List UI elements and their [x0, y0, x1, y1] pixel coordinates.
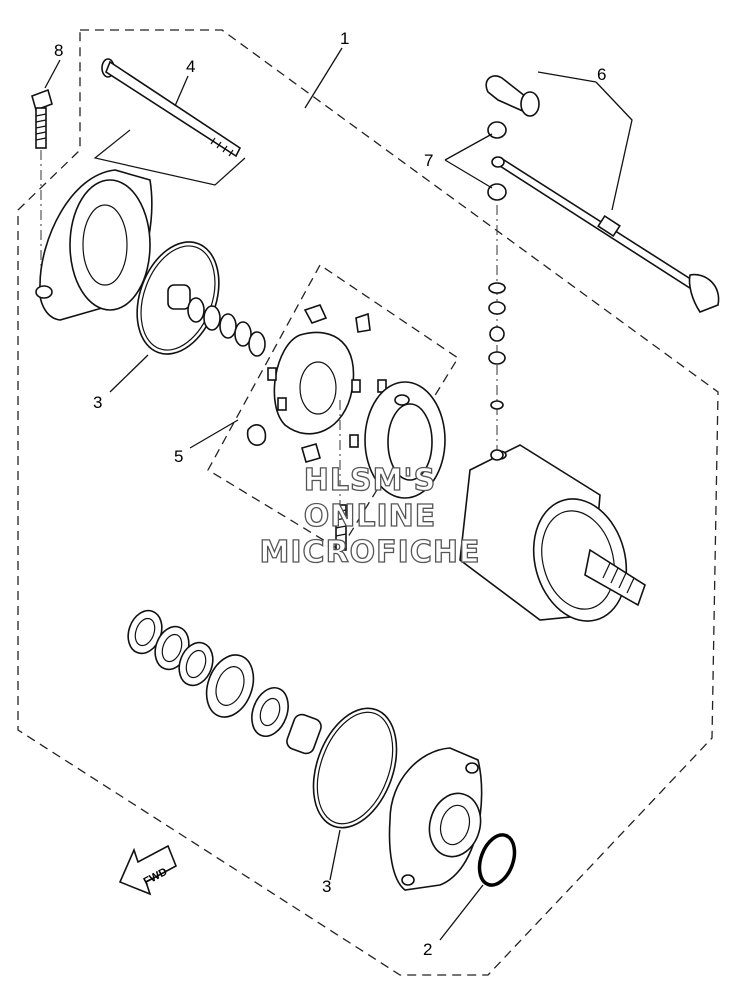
callout-3-lower: 3 — [322, 877, 331, 896]
leader-lines — [44, 47, 633, 941]
bolt-4-frame — [93, 129, 246, 186]
through-bolt-4 — [101, 58, 242, 158]
lead-wire-6 — [485, 75, 720, 313]
callout-5: 5 — [174, 447, 183, 466]
o-ring-2 — [477, 833, 517, 887]
assembly-boundary — [17, 29, 719, 976]
brush-plate — [246, 304, 387, 463]
watermark-line-2: ONLINE — [304, 499, 437, 534]
callout-2: 2 — [423, 940, 432, 959]
callout-6: 6 — [597, 65, 606, 84]
yoke-ring — [364, 381, 446, 499]
screw-brush — [335, 504, 347, 551]
front-cover — [388, 747, 483, 891]
callout-1: 1 — [340, 29, 349, 48]
bolt-8 — [31, 88, 53, 285]
brush-holder-boundary — [207, 264, 459, 551]
callout-8: 8 — [54, 41, 63, 60]
washer-stack-lower — [127, 609, 322, 755]
callout-3-upper: 3 — [93, 393, 102, 412]
fwd-arrow-icon: FWD — [118, 844, 178, 896]
watermark-line-3: MICROFICHE — [260, 535, 481, 570]
watermark-line-1: HLSM'S — [304, 463, 436, 498]
callout-4: 4 — [186, 57, 195, 76]
motor-body — [459, 444, 646, 622]
watermark: HLSM'S ONLINE MICROFICHE — [259, 462, 481, 570]
callout-7: 7 — [424, 151, 433, 170]
rear-cover — [35, 169, 153, 321]
washer-stack-upper — [167, 284, 266, 357]
o-ring-lower — [312, 707, 398, 829]
nut-washer-stack — [487, 121, 507, 461]
